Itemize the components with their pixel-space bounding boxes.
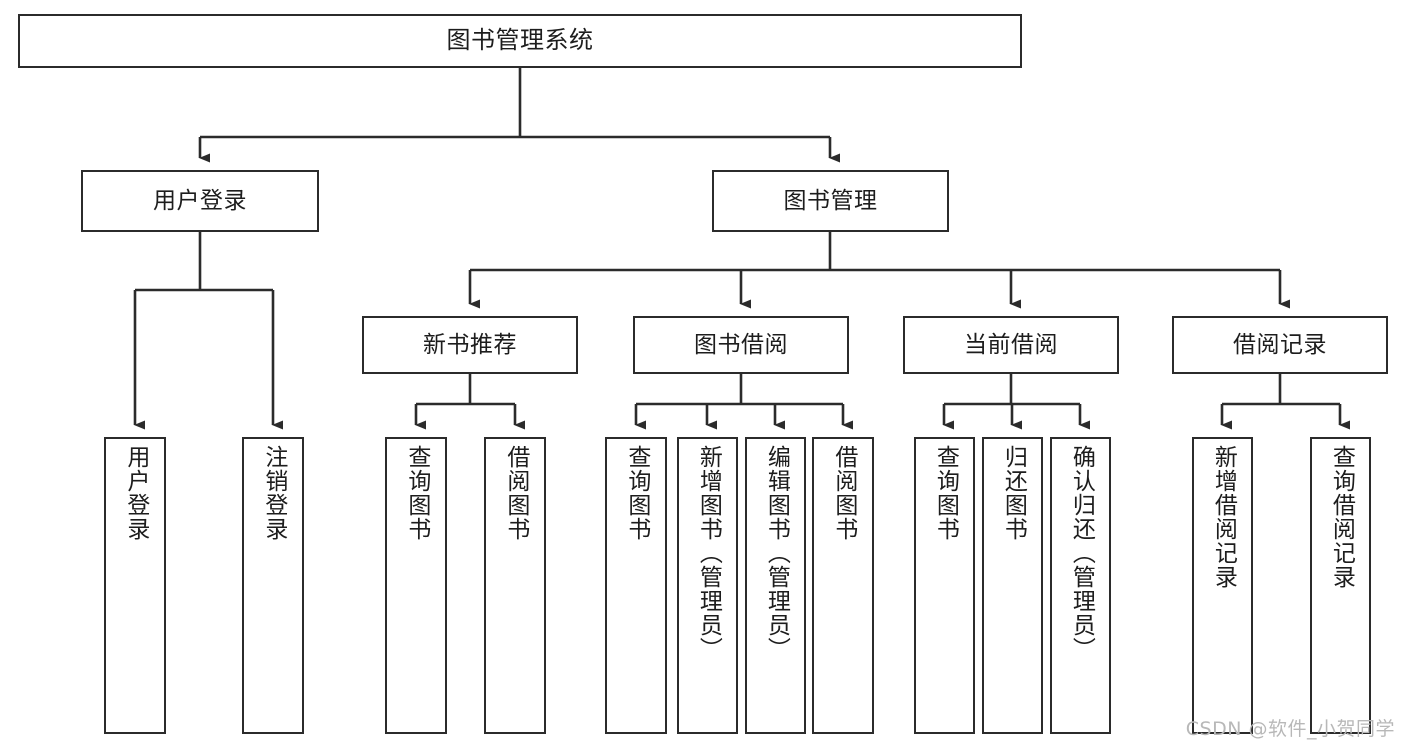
- node-leaf-edit-book-admin-label: 编辑图书（管理员）: [763, 445, 790, 661]
- node-new-book-recommend-label: 新书推荐: [423, 331, 517, 358]
- node-leaf-borrow-book[interactable]: 借阅图书: [812, 437, 874, 734]
- node-leaf-add-borrow-record-label: 新增借阅记录: [1210, 445, 1237, 589]
- node-leaf-query-book-rec-label: 查询图书: [403, 445, 430, 541]
- node-borrow-record[interactable]: 借阅记录: [1172, 316, 1388, 374]
- node-leaf-add-borrow-record[interactable]: 新增借阅记录: [1192, 437, 1253, 734]
- node-root[interactable]: 图书管理系统: [18, 14, 1022, 68]
- node-leaf-query-book-rec[interactable]: 查询图书: [385, 437, 447, 734]
- node-book-manage[interactable]: 图书管理: [712, 170, 949, 232]
- node-leaf-borrow-book-label: 借阅图书: [830, 445, 857, 541]
- node-leaf-query-book-current-label: 查询图书: [932, 445, 959, 541]
- node-leaf-add-book-admin-label: 新增图书（管理员）: [695, 445, 722, 661]
- node-leaf-query-book-borrow-label: 查询图书: [623, 445, 650, 541]
- node-leaf-confirm-return-admin-label: 确认归还（管理员）: [1068, 445, 1095, 661]
- node-leaf-logout-label: 注销登录: [260, 445, 287, 541]
- node-leaf-return-book-label: 归还图书: [1000, 445, 1027, 541]
- node-book-borrow-label: 图书借阅: [694, 331, 788, 358]
- node-leaf-return-book[interactable]: 归还图书: [982, 437, 1043, 734]
- node-borrow-record-label: 借阅记录: [1233, 331, 1327, 358]
- node-leaf-edit-book-admin[interactable]: 编辑图书（管理员）: [745, 437, 806, 734]
- node-leaf-logout[interactable]: 注销登录: [242, 437, 304, 734]
- node-current-borrow[interactable]: 当前借阅: [903, 316, 1119, 374]
- node-book-borrow[interactable]: 图书借阅: [633, 316, 849, 374]
- node-leaf-user-login-label: 用户登录: [122, 445, 149, 541]
- node-leaf-query-borrow-record-label: 查询借阅记录: [1328, 445, 1355, 589]
- node-leaf-query-borrow-record[interactable]: 查询借阅记录: [1310, 437, 1371, 734]
- node-leaf-borrow-book-rec-label: 借阅图书: [502, 445, 529, 541]
- watermark: CSDN @软件_小贺同学: [1185, 718, 1395, 740]
- node-leaf-confirm-return-admin[interactable]: 确认归还（管理员）: [1050, 437, 1111, 734]
- node-leaf-query-book-borrow[interactable]: 查询图书: [605, 437, 667, 734]
- node-leaf-user-login[interactable]: 用户登录: [104, 437, 166, 734]
- node-leaf-query-book-current[interactable]: 查询图书: [914, 437, 975, 734]
- node-leaf-add-book-admin[interactable]: 新增图书（管理员）: [677, 437, 738, 734]
- node-user-login[interactable]: 用户登录: [81, 170, 319, 232]
- node-user-login-label: 用户登录: [153, 187, 247, 214]
- node-leaf-borrow-book-rec[interactable]: 借阅图书: [484, 437, 546, 734]
- node-root-label: 图书管理系统: [446, 26, 594, 55]
- node-new-book-recommend[interactable]: 新书推荐: [362, 316, 578, 374]
- node-book-manage-label: 图书管理: [783, 187, 878, 214]
- node-current-borrow-label: 当前借阅: [964, 331, 1058, 358]
